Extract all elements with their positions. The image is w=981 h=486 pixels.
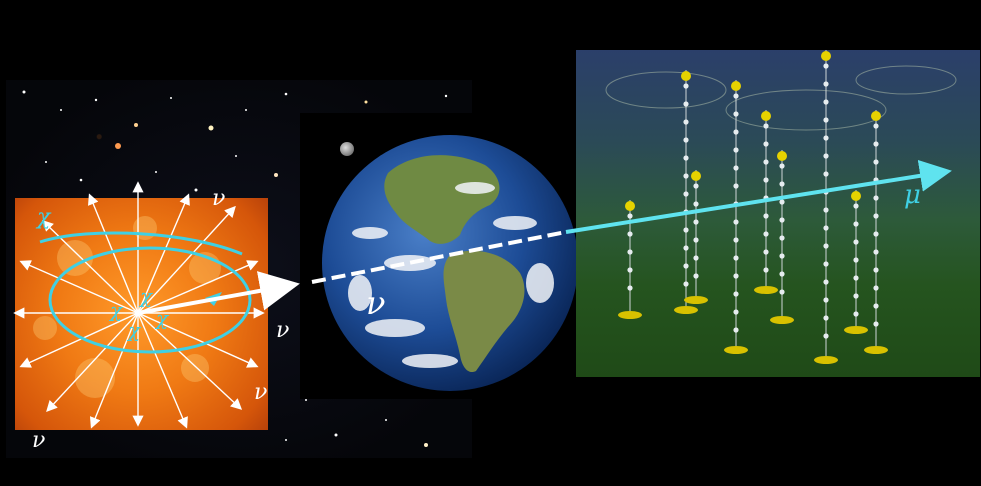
detector-string — [618, 200, 642, 319]
detector-string — [814, 50, 838, 364]
neutrino-rays — [13, 181, 265, 429]
beam-to-earth — [137, 271, 300, 315]
detector-string — [684, 170, 708, 304]
chi-label-inner-3: χ — [156, 306, 169, 330]
chi-label-outer: χ — [37, 205, 51, 230]
nu-label-bottom-right: ν — [254, 380, 268, 405]
nu-label-top-right: ν — [212, 186, 226, 211]
sun-graphic — [33, 216, 221, 398]
beam-through-earth — [311, 230, 567, 284]
detector-array — [605, 50, 957, 364]
detector-string — [770, 150, 794, 324]
nu-label-right: ν — [276, 318, 290, 343]
earth-graphic — [322, 135, 578, 391]
detector-string — [674, 70, 698, 314]
chi-label-inner-1: χ — [140, 284, 153, 308]
nu-label-earth: ν — [366, 284, 386, 322]
wimp-orbits — [39, 231, 252, 354]
detector-string — [844, 190, 868, 334]
detector-panel — [576, 50, 980, 377]
detector-string — [724, 80, 748, 354]
chi-label-inner-4: χ — [128, 318, 141, 342]
muon-track — [565, 159, 952, 234]
nu-label-bottom-left: ν — [32, 428, 46, 453]
mu-label: μ — [904, 180, 921, 210]
detector-string — [864, 110, 888, 354]
chi-label-inner-2: χ — [110, 298, 123, 322]
